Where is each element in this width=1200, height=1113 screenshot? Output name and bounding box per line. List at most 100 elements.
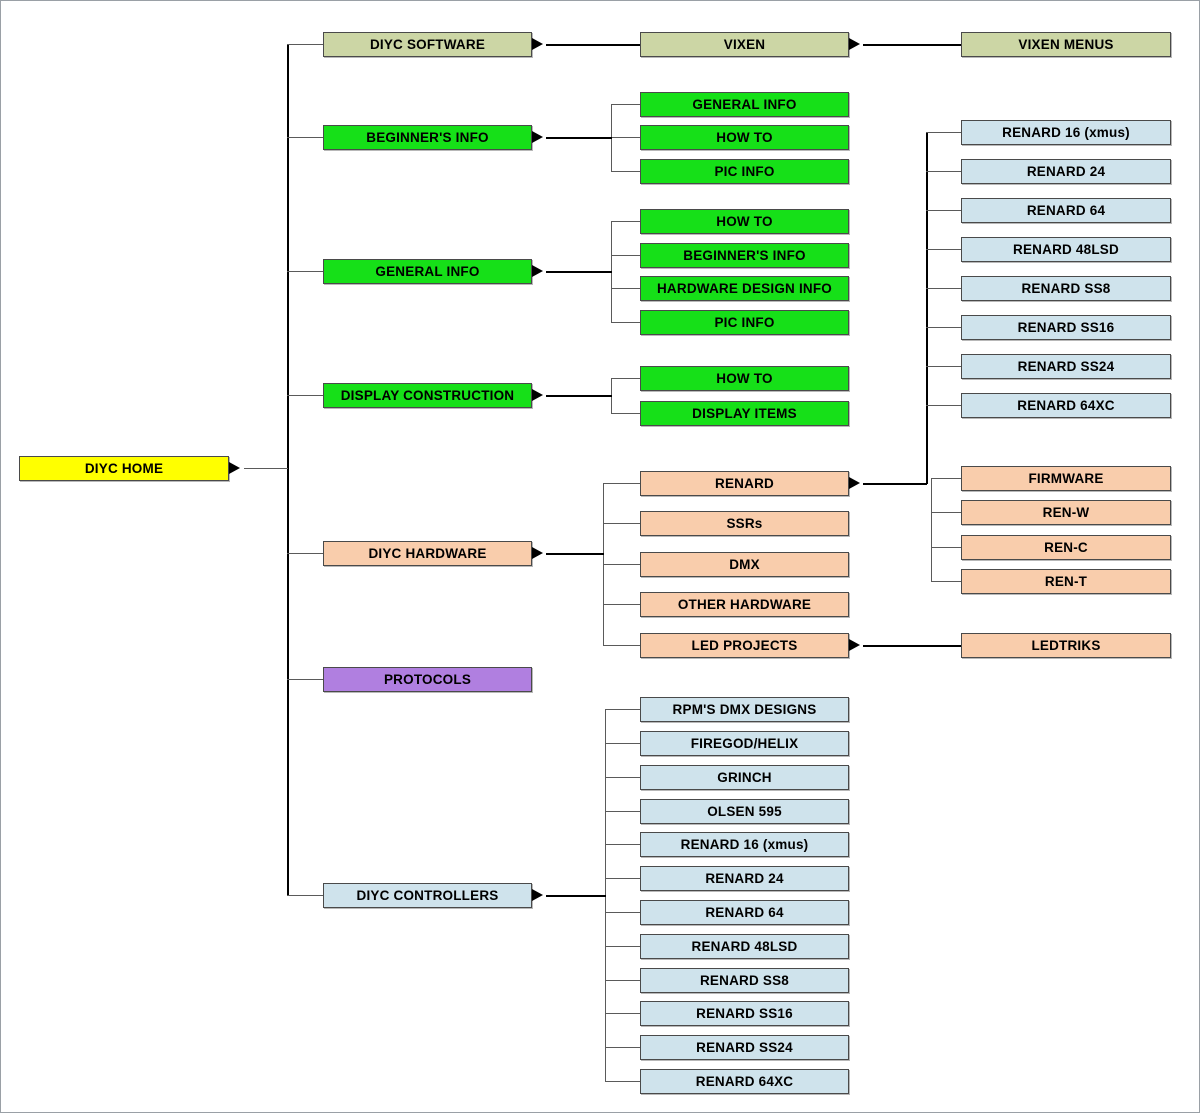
bracket-hardware-stub-3 bbox=[603, 604, 640, 605]
node-beginners-info[interactable]: BEGINNER'S INFO bbox=[323, 125, 532, 150]
bracket-display-stub-1 bbox=[611, 413, 640, 414]
node-beginners-child-pic-info[interactable]: PIC INFO bbox=[640, 159, 849, 184]
bracket-beginners-stub-2 bbox=[611, 171, 640, 172]
bracket-firmware-stub-2 bbox=[931, 547, 961, 548]
bracket-firmware-vertical bbox=[931, 478, 932, 582]
line-menus-to-vixen bbox=[863, 44, 961, 46]
trunk-stub-beginners bbox=[287, 137, 323, 138]
node-renard-firmware[interactable]: FIRMWARE bbox=[961, 466, 1171, 491]
node-renard-firmware-ren-t[interactable]: REN-T bbox=[961, 569, 1171, 594]
node-display-child-how-to[interactable]: HOW TO bbox=[640, 366, 849, 391]
node-controller-firegod-helix[interactable]: FIREGOD/HELIX bbox=[640, 731, 849, 756]
arrow-to-renard bbox=[849, 477, 860, 489]
bracket-hardware-stub-2 bbox=[603, 564, 640, 565]
arrow-vixen-to-software bbox=[532, 38, 543, 50]
node-renard-firmware-ren-c[interactable]: REN-C bbox=[961, 535, 1171, 560]
node-controller-rpms-dmx-designs[interactable]: RPM'S DMX DESIGNS bbox=[640, 697, 849, 722]
node-general-child-pic-info[interactable]: PIC INFO bbox=[640, 310, 849, 335]
bracket-renard-stub-1 bbox=[926, 171, 961, 172]
node-hardware-child-ssrs[interactable]: SSRs bbox=[640, 511, 849, 536]
node-ledtriks[interactable]: LEDTRIKS bbox=[961, 633, 1171, 658]
node-renard-board-16-xmus[interactable]: RENARD 16 (xmus) bbox=[961, 120, 1171, 145]
bracket-firmware-stub-0 bbox=[931, 478, 961, 479]
node-general-info[interactable]: GENERAL INFO bbox=[323, 259, 532, 284]
node-diyc-controllers[interactable]: DIYC CONTROLLERS bbox=[323, 883, 532, 908]
node-renard-board-ss16[interactable]: RENARD SS16 bbox=[961, 315, 1171, 340]
node-controller-renard-24[interactable]: RENARD 24 bbox=[640, 866, 849, 891]
bracket-controllers-stub-4 bbox=[605, 844, 640, 845]
bracket-controllers-stub-5 bbox=[605, 878, 640, 879]
bracket-display-stub-0 bbox=[611, 378, 640, 379]
arrow-to-diyc-hardware bbox=[532, 547, 543, 559]
bracket-general-stub-3 bbox=[611, 322, 640, 323]
node-controller-renard-64[interactable]: RENARD 64 bbox=[640, 900, 849, 925]
node-controller-renard-64xc[interactable]: RENARD 64XC bbox=[640, 1069, 849, 1094]
bracket-renard-stub-5 bbox=[926, 327, 961, 328]
bracket-renard-vertical bbox=[926, 132, 928, 484]
bracket-hardware-stub-1 bbox=[603, 523, 640, 524]
node-renard-board-48lsd[interactable]: RENARD 48LSD bbox=[961, 237, 1171, 262]
line-beginners-children-to-parent bbox=[546, 137, 612, 139]
bracket-controllers-stub-1 bbox=[605, 743, 640, 744]
node-controller-olsen-595[interactable]: OLSEN 595 bbox=[640, 799, 849, 824]
bracket-beginners-stub-1 bbox=[611, 137, 640, 138]
trunk-stub-protocols bbox=[287, 679, 323, 680]
bracket-general-stub-1 bbox=[611, 255, 640, 256]
node-renard-firmware-ren-w[interactable]: REN-W bbox=[961, 500, 1171, 525]
arrow-menus-to-vixen bbox=[849, 38, 860, 50]
node-general-child-beginners-info[interactable]: BEGINNER'S INFO bbox=[640, 243, 849, 268]
line-general-children-to-parent bbox=[546, 271, 612, 273]
node-hardware-child-renard[interactable]: RENARD bbox=[640, 471, 849, 496]
node-renard-board-ss24[interactable]: RENARD SS24 bbox=[961, 354, 1171, 379]
node-controller-renard-ss8[interactable]: RENARD SS8 bbox=[640, 968, 849, 993]
bracket-controllers-stub-6 bbox=[605, 912, 640, 913]
node-hardware-child-other-hardware[interactable]: OTHER HARDWARE bbox=[640, 592, 849, 617]
line-display-children-to-parent bbox=[546, 395, 612, 397]
node-protocols[interactable]: PROTOCOLS bbox=[323, 667, 532, 692]
bracket-beginners-stub-0 bbox=[611, 104, 640, 105]
arrow-to-home bbox=[229, 462, 240, 474]
node-general-child-how-to[interactable]: HOW TO bbox=[640, 209, 849, 234]
node-beginners-child-how-to[interactable]: HOW TO bbox=[640, 125, 849, 150]
arrow-to-diyc-controllers bbox=[532, 889, 543, 901]
arrow-to-led-projects bbox=[849, 639, 860, 651]
node-hardware-child-dmx[interactable]: DMX bbox=[640, 552, 849, 577]
trunk-stub-hardware bbox=[287, 553, 323, 554]
bracket-controllers-stub-10 bbox=[605, 1047, 640, 1048]
node-controller-grinch[interactable]: GRINCH bbox=[640, 765, 849, 790]
node-diyc-software[interactable]: DIYC SOFTWARE bbox=[323, 32, 532, 57]
bracket-renard-stub-6 bbox=[926, 366, 961, 367]
node-display-construction[interactable]: DISPLAY CONSTRUCTION bbox=[323, 383, 532, 408]
node-diyc-home[interactable]: DIYC HOME bbox=[19, 456, 229, 481]
bracket-renard-stub-0 bbox=[926, 132, 961, 133]
line-hardware-children-to-parent bbox=[546, 553, 604, 555]
line-renard-boards-to-renard bbox=[863, 483, 927, 485]
node-renard-board-64[interactable]: RENARD 64 bbox=[961, 198, 1171, 223]
bracket-controllers-stub-9 bbox=[605, 1013, 640, 1014]
bracket-renard-stub-3 bbox=[926, 249, 961, 250]
node-renard-board-ss8[interactable]: RENARD SS8 bbox=[961, 276, 1171, 301]
line-controllers-children-to-parent bbox=[546, 895, 606, 897]
trunk-stub-general bbox=[287, 271, 323, 272]
bracket-general-stub-0 bbox=[611, 221, 640, 222]
node-general-child-hardware-design-info[interactable]: HARDWARE DESIGN INFO bbox=[640, 276, 849, 301]
node-controller-renard-48lsd[interactable]: RENARD 48LSD bbox=[640, 934, 849, 959]
node-display-child-display-items[interactable]: DISPLAY ITEMS bbox=[640, 401, 849, 426]
node-hardware-child-led-projects[interactable]: LED PROJECTS bbox=[640, 633, 849, 658]
node-renard-board-64xc[interactable]: RENARD 64XC bbox=[961, 393, 1171, 418]
node-controller-renard-16-xmus[interactable]: RENARD 16 (xmus) bbox=[640, 832, 849, 857]
node-vixen[interactable]: VIXEN bbox=[640, 32, 849, 57]
trunk-main-vertical bbox=[287, 44, 289, 896]
node-diyc-hardware[interactable]: DIYC HARDWARE bbox=[323, 541, 532, 566]
trunk-stub-display bbox=[287, 395, 323, 396]
node-controller-renard-ss16[interactable]: RENARD SS16 bbox=[640, 1001, 849, 1026]
bracket-controllers-stub-2 bbox=[605, 777, 640, 778]
node-renard-board-24[interactable]: RENARD 24 bbox=[961, 159, 1171, 184]
node-beginners-child-general-info[interactable]: GENERAL INFO bbox=[640, 92, 849, 117]
node-controller-renard-ss24[interactable]: RENARD SS24 bbox=[640, 1035, 849, 1060]
bracket-renard-stub-4 bbox=[926, 288, 961, 289]
bracket-firmware-stub-1 bbox=[931, 512, 961, 513]
trunk-to-home bbox=[244, 468, 288, 469]
node-vixen-menus[interactable]: VIXEN MENUS bbox=[961, 32, 1171, 57]
bracket-hardware-stub-4 bbox=[603, 645, 640, 646]
